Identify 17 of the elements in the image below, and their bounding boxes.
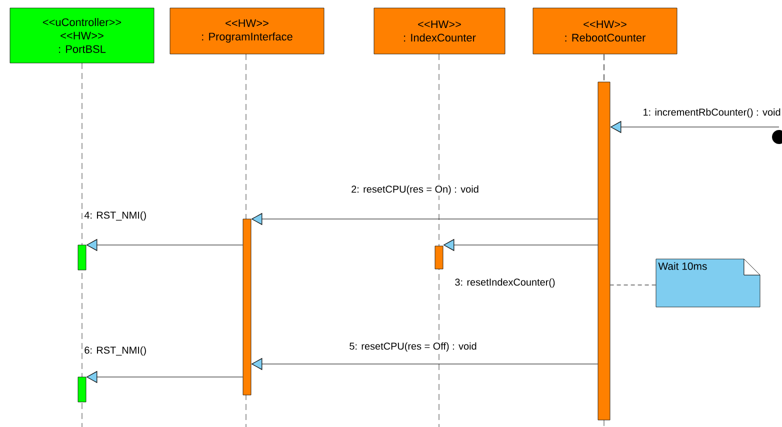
activation-bar (598, 82, 610, 420)
edge-label: 5: resetCPU(res = Off) : void (348, 341, 478, 353)
edge-label: 3: resetIndexCounter() (454, 277, 556, 289)
activation-bar (434, 246, 444, 270)
edge-label: 6: RST_NMI() (83, 345, 148, 357)
node-label: Wait 10ms (658, 262, 707, 270)
object-box: <<HW>> : IndexCounter (374, 8, 506, 54)
edge-label: 2: resetCPU(res = On) : void (350, 184, 480, 196)
edge-label: 4: RST_NMI() (83, 210, 148, 222)
object-box: <<HW>> : ProgramInterface (170, 8, 324, 54)
edge-label: 1: incrementRbCounter() : void (642, 107, 782, 119)
activation-bar (242, 218, 252, 396)
object-box: <<uController>> <<HW>> : PortBSL (10, 8, 154, 64)
object-box: <<HW>> : RebootCounter (532, 8, 678, 54)
note-box: Wait 10ms (656, 258, 760, 308)
activation-bar (78, 376, 86, 402)
activation-bar (78, 244, 86, 270)
